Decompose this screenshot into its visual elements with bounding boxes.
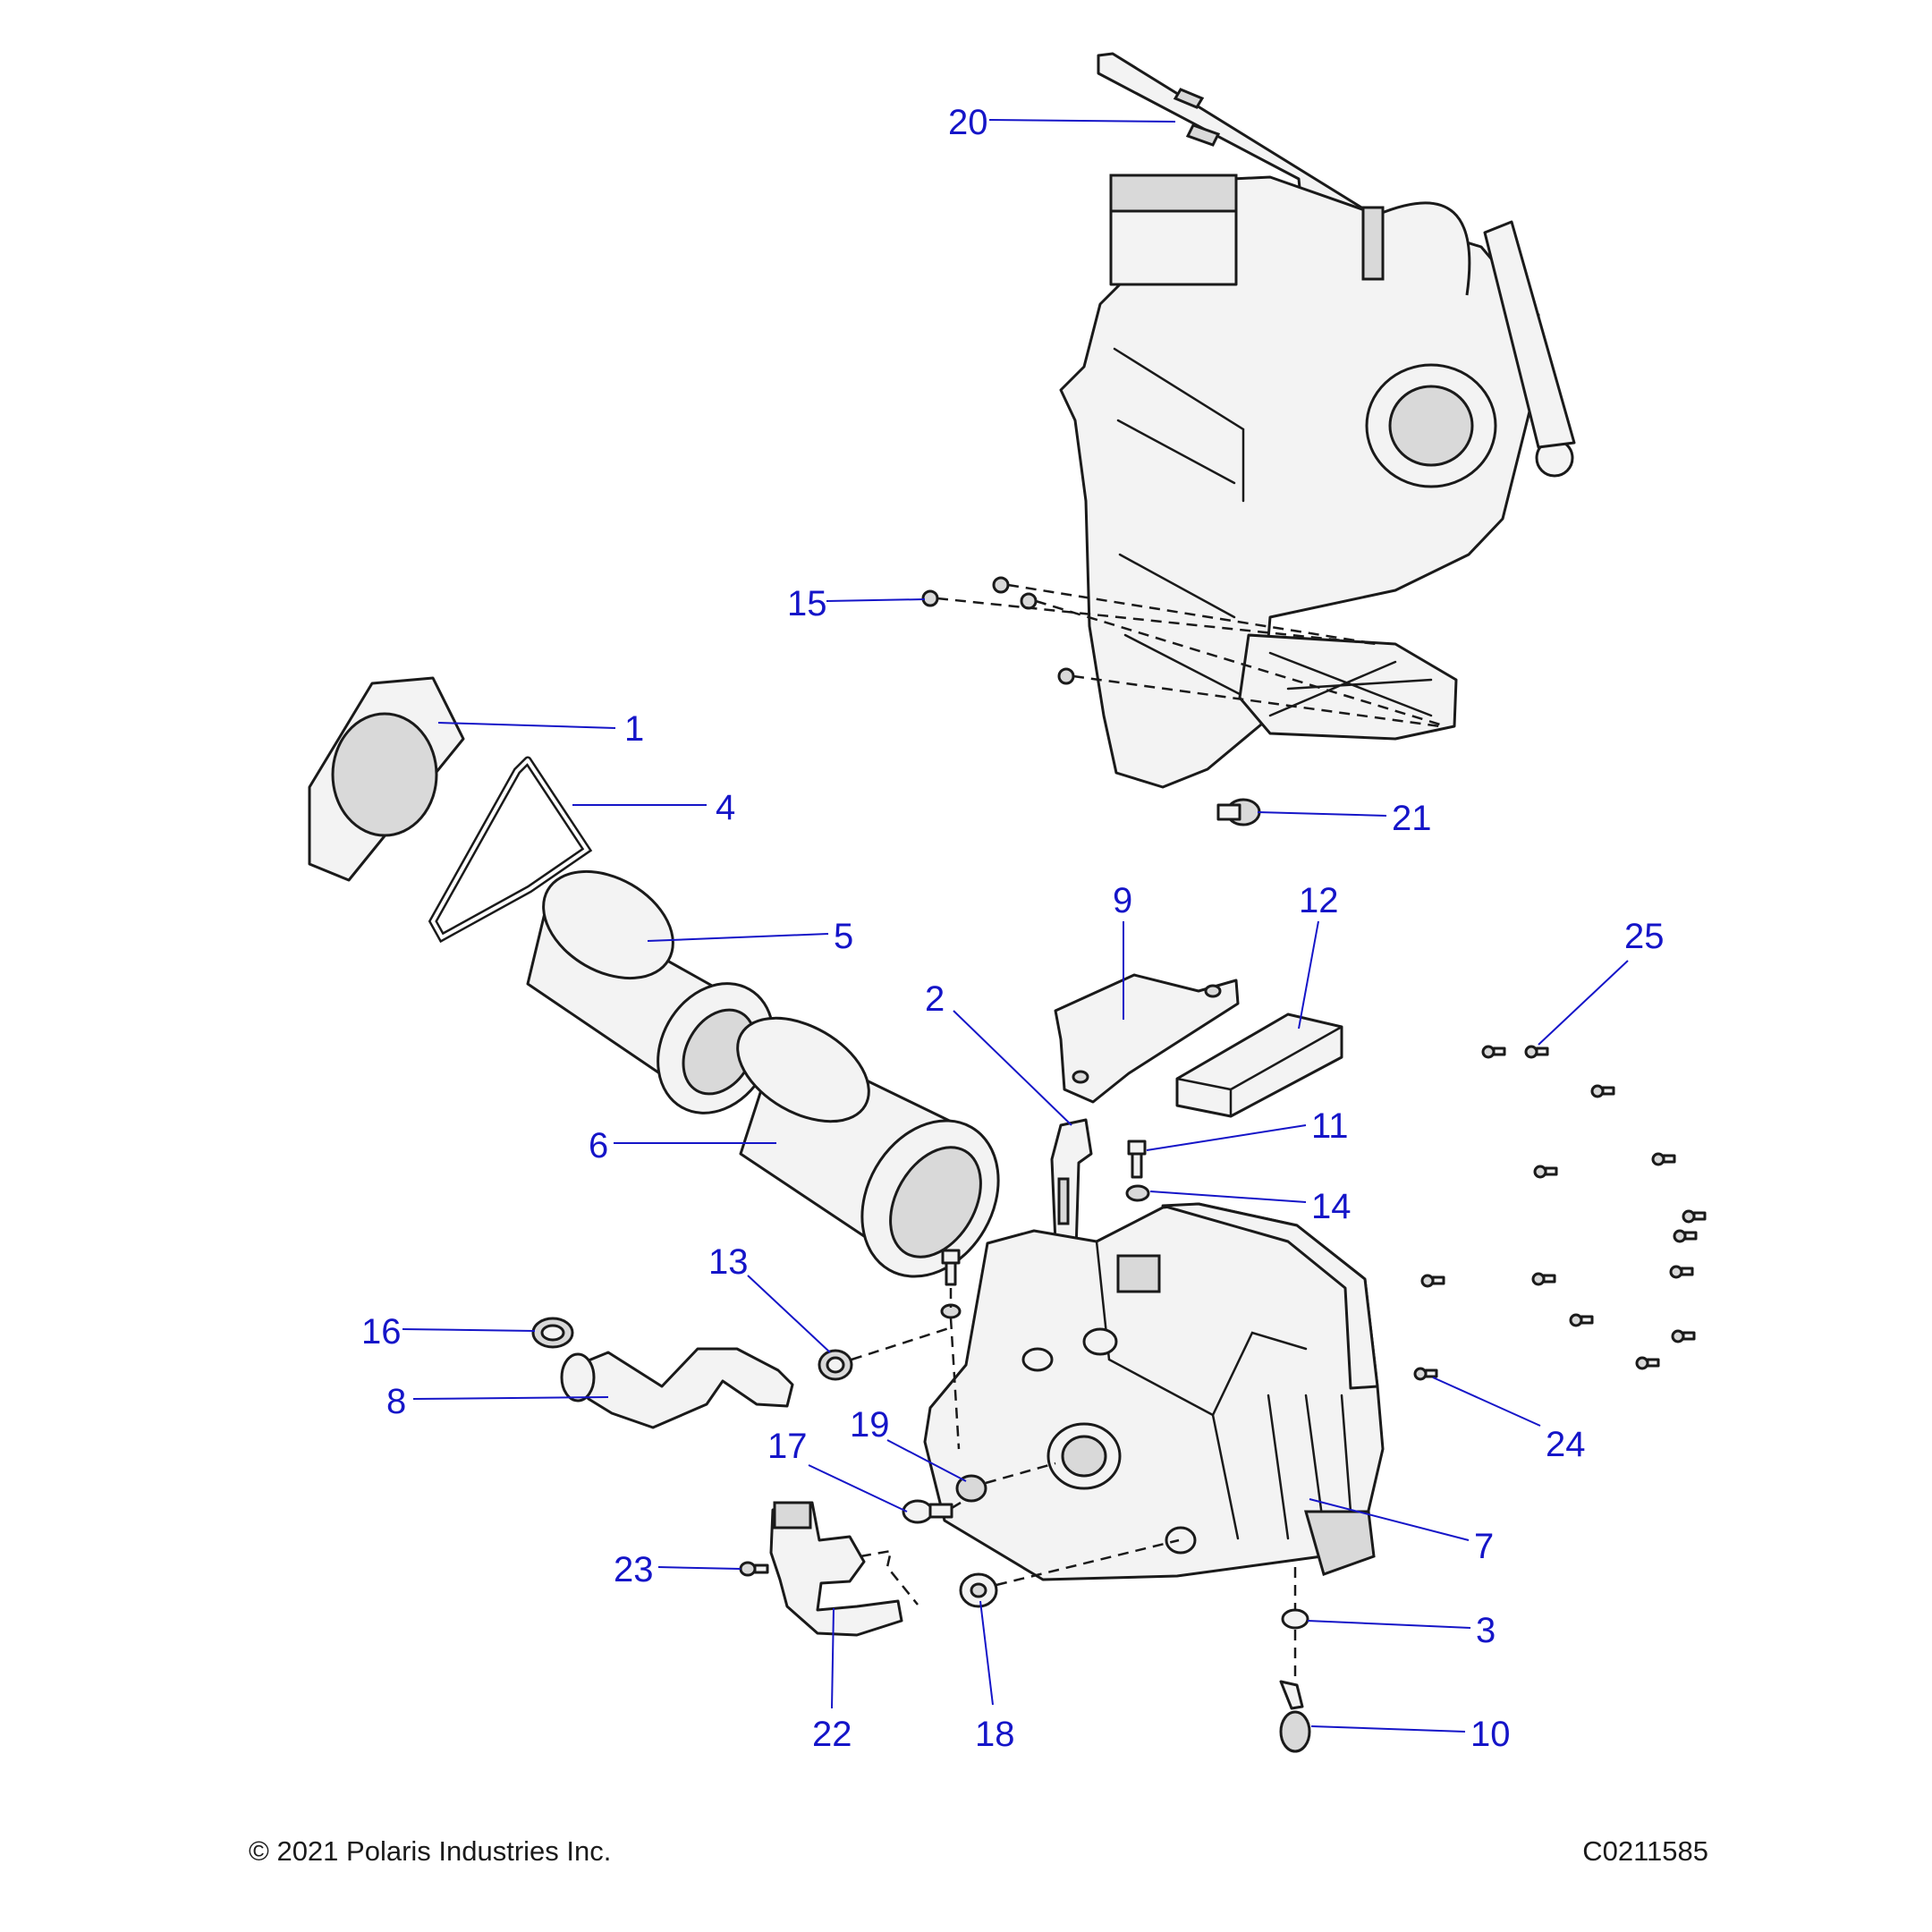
leader-5 <box>647 933 829 942</box>
leader-24 <box>1432 1377 1541 1427</box>
callout-21: 21 <box>1392 799 1432 838</box>
callout-1: 1 <box>624 709 644 749</box>
leader-21 <box>1257 811 1387 817</box>
leader-22 <box>831 1607 835 1709</box>
leader-19 <box>886 1439 967 1482</box>
leader-12 <box>1298 920 1319 1030</box>
part-6-prefilter <box>736 1016 1000 1278</box>
part-20-bracket <box>1097 52 1386 236</box>
callout-22: 22 <box>812 1715 852 1754</box>
leader-18 <box>979 1600 994 1706</box>
leader-17 <box>808 1464 908 1513</box>
leader-3 <box>1307 1620 1471 1629</box>
part-18-grommet <box>959 1538 1180 1608</box>
part-5-filter <box>526 869 775 1114</box>
callout-11: 11 <box>1311 1106 1349 1146</box>
callout-8: 8 <box>386 1382 406 1421</box>
part-12-foam <box>1175 1013 1343 1118</box>
copyright-notice: © 2021 Polaris Industries Inc. <box>249 1835 612 1867</box>
callout-14: 14 <box>1311 1187 1352 1226</box>
callout-4: 4 <box>716 788 735 827</box>
leader-14 <box>1149 1191 1307 1203</box>
part-17-fitting <box>902 1499 962 1524</box>
part-4-seal <box>428 756 593 944</box>
part-19-grommet <box>955 1462 1056 1503</box>
part-22-valve <box>769 1501 919 1637</box>
part-9-plate <box>1054 973 1240 1104</box>
part-8-hose <box>560 1347 794 1429</box>
leader-8 <box>412 1396 609 1400</box>
leader-2 <box>953 1010 1072 1126</box>
callout-7: 7 <box>1474 1527 1494 1566</box>
part-1-cover <box>308 676 465 882</box>
callout-19: 19 <box>850 1405 890 1445</box>
part-15-screws <box>921 576 1441 728</box>
leader-7 <box>1309 1498 1470 1541</box>
callout-23: 23 <box>614 1550 654 1589</box>
callout-5: 5 <box>834 917 853 956</box>
callout-25: 25 <box>1624 917 1665 956</box>
callout-6: 6 <box>589 1126 608 1165</box>
callout-15: 15 <box>787 584 827 623</box>
callout-12: 12 <box>1299 881 1339 920</box>
part-13-clamp <box>818 1326 953 1381</box>
part-3-oring <box>1281 1567 1309 1683</box>
part-7-lower-airbox <box>923 1202 1385 1581</box>
callout-13: 13 <box>708 1242 749 1282</box>
lower-airbox-bolt <box>940 1249 962 1450</box>
leader-16 <box>402 1328 536 1332</box>
leader-15 <box>826 598 926 602</box>
part-21-fitting <box>1216 798 1261 826</box>
leader-lines <box>402 119 1629 1733</box>
callout-18: 18 <box>975 1715 1015 1754</box>
callout-9: 9 <box>1113 881 1132 920</box>
part-11-bolt <box>1127 1140 1147 1179</box>
leader-13 <box>747 1275 831 1353</box>
leader-20 <box>988 119 1176 123</box>
part-10-drain-valve <box>1279 1680 1311 1753</box>
part-16-clamp <box>531 1317 574 1349</box>
leader-25 <box>1538 960 1629 1046</box>
part-24-25-screws <box>1413 1045 1707 1381</box>
callout-3: 3 <box>1476 1611 1496 1650</box>
callout-10: 10 <box>1470 1715 1511 1754</box>
leader-23 <box>657 1566 741 1570</box>
leader-1 <box>437 722 616 729</box>
leader-10 <box>1310 1725 1466 1733</box>
callout-2: 2 <box>925 979 945 1019</box>
leader-11 <box>1146 1124 1307 1151</box>
part-23-screw <box>739 1561 769 1577</box>
callout-24: 24 <box>1546 1425 1586 1464</box>
callout-20: 20 <box>948 103 988 142</box>
upper-airbox-housing <box>1059 174 1576 789</box>
figure-code: C0211585 <box>1582 1835 1708 1867</box>
part-14-washer <box>1125 1184 1150 1202</box>
callout-17: 17 <box>767 1427 808 1466</box>
callout-16: 16 <box>361 1312 402 1352</box>
callout-labels: 1 2 3 4 5 6 7 8 9 10 11 12 13 14 15 16 1… <box>361 103 1665 1754</box>
